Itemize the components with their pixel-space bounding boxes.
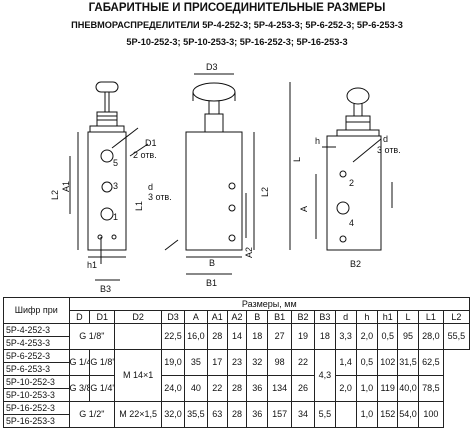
- label-port-3: 3: [113, 181, 118, 191]
- col-header: d: [334, 310, 357, 324]
- port-hole: [100, 207, 114, 221]
- label-l1: L1: [134, 201, 144, 211]
- label-d1: D1: [145, 138, 157, 148]
- col-header: A: [183, 310, 208, 324]
- table-row: 5Р-4-252-3 G 1/8" 22,5 16,0 28 14 18 27 …: [3, 323, 471, 350]
- knob-cap: [346, 87, 370, 105]
- dimensions-table: Шифр при Размеры, мм D D1 D2 D3 A A1 A2 …: [3, 297, 471, 428]
- table-row: 5Р-16-253-3: [3, 414, 470, 428]
- page-title: ГАБАРИТНЫЕ И ПРИСОЕДИНИТЕЛЬНЫЕ РАЗМЕРЫ: [88, 2, 386, 14]
- label-b2: B2: [350, 259, 361, 269]
- knob-cap: [95, 81, 119, 93]
- valve-body-front: [185, 131, 243, 251]
- col-header: h: [355, 310, 379, 324]
- col-header: L1: [417, 310, 444, 324]
- col-header: L2: [442, 310, 471, 324]
- col-header: B: [246, 310, 269, 324]
- col-header: A1: [206, 310, 228, 324]
- label-holes-2: 2 отв.: [133, 150, 157, 160]
- label-holes-3-left: 3 отв.: [148, 192, 172, 202]
- col-header: B1: [267, 310, 293, 324]
- port-hole: [336, 201, 350, 215]
- label-l: L: [292, 157, 302, 162]
- technical-drawing: D1 2 отв. L2 A1 L1 5 3 1 h1 B3 D3 d 3 от…: [50, 62, 401, 294]
- view-side-right: [315, 87, 393, 251]
- col-header: D: [68, 310, 91, 324]
- label-d: d: [148, 182, 153, 192]
- label-port-5: 5: [113, 158, 118, 168]
- header-group: Размеры, мм: [68, 297, 471, 311]
- stem-collar: [96, 111, 118, 127]
- label-h: h: [315, 136, 320, 146]
- label-port-2: 2: [349, 178, 354, 188]
- label-holes-3-right: 3 отв.: [377, 145, 401, 155]
- subtitle-line-1: ПНЕВМОРАСПРЕДЕЛИТЕЛИ 5Р-4-252-3; 5Р-4-25…: [71, 20, 403, 30]
- table-row: 5Р-16-252-3 G 1/2" M 22×1,5 32,0 35,5 63…: [3, 401, 470, 428]
- subtitle-line-2: 5Р-10-252-3; 5Р-10-253-3; 5Р-16-252-3; 5…: [126, 37, 348, 47]
- label-l2: L2: [50, 190, 60, 200]
- col-header: A2: [226, 310, 248, 324]
- label-b3: B3: [100, 284, 111, 294]
- col-header: D3: [161, 310, 185, 324]
- col-header: h1: [377, 310, 399, 324]
- label-d-right: d: [383, 134, 388, 144]
- knob-cap: [192, 82, 236, 102]
- label-a: A: [299, 206, 309, 212]
- view-front-middle: [164, 73, 291, 275]
- label-b: B: [209, 258, 215, 268]
- col-header: L: [397, 310, 419, 324]
- label-l2-mid: L2: [260, 187, 270, 197]
- col-header: D1: [89, 310, 116, 324]
- label-b1: B1: [206, 278, 217, 288]
- header-cipher: Шифр при: [3, 297, 70, 324]
- col-header: B3: [313, 310, 336, 324]
- label-h1: h1: [87, 260, 97, 270]
- label-d3: D3: [206, 62, 218, 72]
- col-header: D2: [114, 310, 163, 324]
- valve-body-side: [87, 131, 127, 251]
- label-port-4: 4: [349, 218, 354, 228]
- port-hole: [101, 181, 113, 193]
- valve-body-side: [326, 135, 382, 251]
- table-row: 5Р-10-252-3 G 3/8 G 1/4" 24,0 40 22 28 3…: [3, 375, 470, 402]
- table-row: 5Р-6-252-3 G 1/4 G 1/8" M 14×1 19,0 35 1…: [3, 349, 470, 402]
- port-hole: [100, 149, 114, 163]
- view-side-left: [69, 81, 149, 281]
- label-a2: A2: [244, 247, 254, 258]
- col-header: B2: [291, 310, 315, 324]
- label-a1: A1: [61, 181, 71, 192]
- label-port-1: 1: [113, 212, 118, 222]
